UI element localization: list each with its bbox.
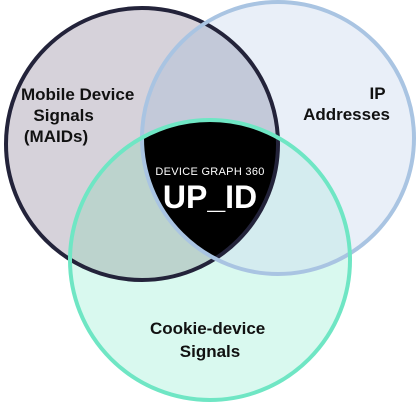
cookie-label-line-2: Signals [180, 342, 240, 361]
cookie-label-line-1: Cookie-device [150, 319, 265, 338]
ip-set-label: IP Addresses [303, 84, 390, 124]
mobile-label-line-3: (MAIDs) [24, 127, 88, 146]
mobile-set-outline [4, 6, 280, 282]
mobile-label-line-2: Signals [33, 106, 93, 125]
mobile-set-label: Mobile Device Signals (MAIDs) [21, 85, 139, 146]
ip-label-line-1: IP [370, 84, 386, 103]
cookie-set-outline [68, 118, 352, 402]
mobile-label-line-1: Mobile Device [21, 85, 134, 104]
ip-label-line-2: Addresses [303, 105, 390, 124]
cookie-set-label: Cookie-device Signals [150, 319, 270, 361]
center-title: UP_ID [163, 179, 257, 215]
center-caption: DEVICE GRAPH 360 [155, 166, 264, 178]
